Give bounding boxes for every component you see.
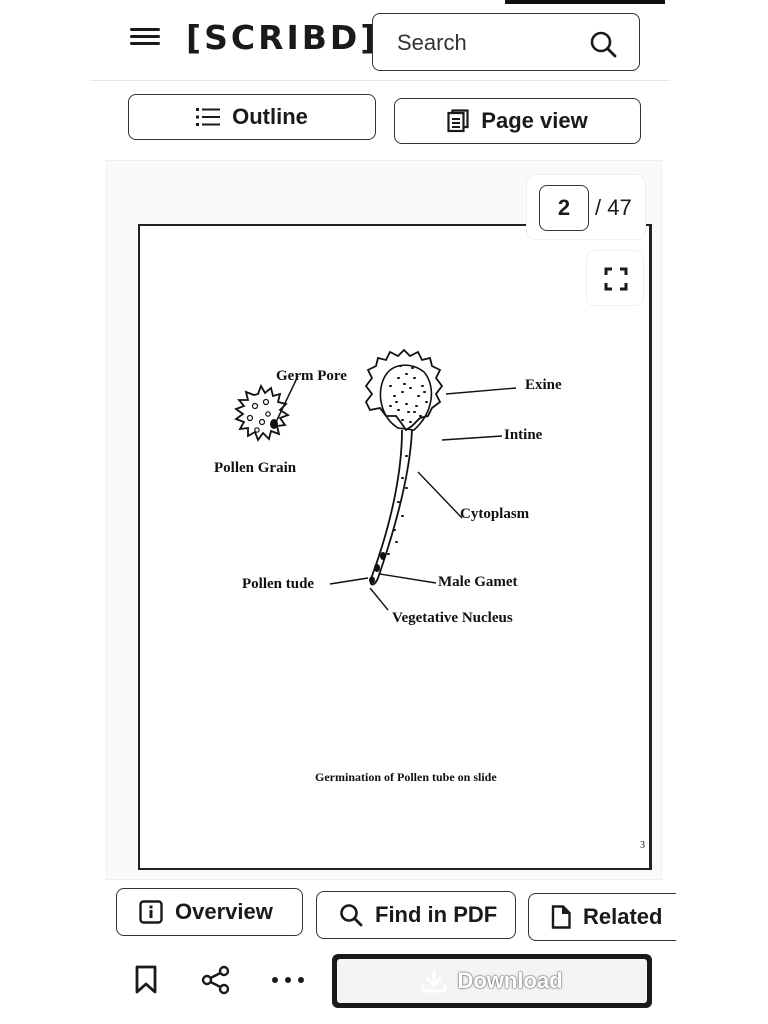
download-label: Download bbox=[457, 968, 563, 993]
find-in-pdf-tab[interactable]: Find in PDF bbox=[316, 891, 516, 939]
label-cytoplasm: Cytoplasm bbox=[460, 506, 530, 522]
bookmark-button[interactable] bbox=[126, 960, 166, 1000]
bookmark-icon bbox=[135, 965, 157, 994]
search-placeholder: Search bbox=[397, 30, 467, 55]
intine-shape bbox=[379, 364, 433, 431]
outline-label: Outline bbox=[232, 104, 308, 129]
label-male-gamet: Male Gamet bbox=[438, 574, 518, 590]
printed-page-number: 3 bbox=[640, 840, 645, 851]
scribd-logo[interactable]: [SCRIBD] bbox=[186, 18, 379, 57]
hamburger-menu-icon[interactable] bbox=[130, 26, 162, 48]
expand-icon bbox=[604, 267, 628, 291]
page-counter: 2 / 47 bbox=[526, 174, 646, 240]
label-exine: Exine bbox=[525, 377, 562, 393]
page-view-button[interactable]: Page view bbox=[394, 98, 641, 144]
document-page: Germ Pore Pollen Grain Exine Intine Cyto… bbox=[138, 224, 652, 870]
info-icon bbox=[139, 900, 163, 924]
current-page-input[interactable]: 2 bbox=[539, 185, 589, 231]
share-icon bbox=[201, 965, 230, 995]
page-total: / 47 bbox=[595, 195, 632, 220]
pollen-tube-shape bbox=[369, 429, 413, 586]
share-button[interactable] bbox=[196, 960, 236, 1000]
related-label: Related bbox=[583, 904, 663, 929]
download-icon bbox=[421, 970, 447, 993]
pollen-diagram bbox=[234, 348, 517, 611]
pollen-grain-shape bbox=[234, 383, 291, 442]
cytoplasm-dots bbox=[389, 365, 428, 423]
more-icon bbox=[272, 977, 304, 983]
label-intine: Intine bbox=[504, 427, 543, 443]
find-in-pdf-label: Find in PDF bbox=[375, 902, 498, 927]
download-button-inner: Download bbox=[337, 959, 647, 1003]
fullscreen-button[interactable] bbox=[586, 250, 644, 306]
figure-caption: Germination of Pollen tube on slide bbox=[315, 770, 497, 784]
pages-icon bbox=[447, 109, 469, 133]
label-vegetative-nucleus: Vegetative Nucleus bbox=[392, 610, 513, 626]
exine-shape bbox=[364, 348, 444, 432]
header-divider bbox=[90, 80, 670, 81]
label-pollen-grain: Pollen Grain bbox=[214, 460, 297, 476]
overview-label: Overview bbox=[175, 899, 273, 924]
search-input[interactable]: Search bbox=[372, 13, 640, 71]
label-pollen-tube: Pollen tude bbox=[242, 576, 315, 592]
overview-tab[interactable]: Overview bbox=[116, 888, 303, 936]
search-icon[interactable] bbox=[589, 30, 617, 58]
related-tab[interactable]: Related bbox=[528, 893, 676, 941]
label-germ-pore: Germ Pore bbox=[276, 368, 347, 384]
download-button[interactable]: Download bbox=[332, 954, 652, 1008]
more-options-button[interactable] bbox=[268, 960, 308, 1000]
page-view-label: Page view bbox=[481, 108, 588, 133]
top-edge-bar bbox=[505, 0, 665, 4]
list-icon bbox=[196, 108, 221, 126]
document-icon bbox=[551, 905, 571, 929]
search-icon bbox=[340, 904, 363, 927]
outline-button[interactable]: Outline bbox=[128, 94, 376, 140]
